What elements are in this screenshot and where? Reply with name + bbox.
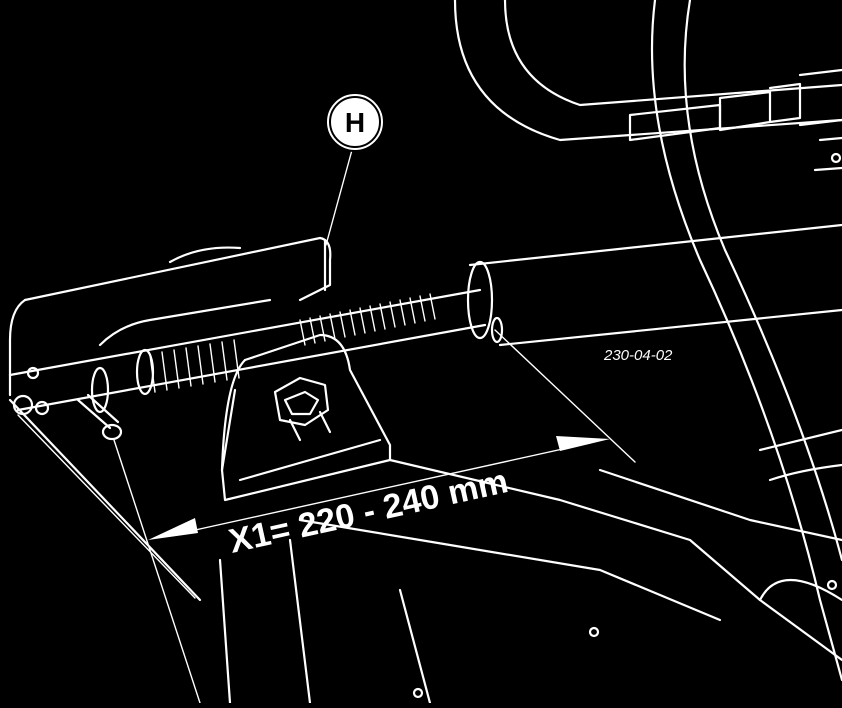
callout-h: H [325, 92, 385, 246]
figure-code: 230-04-02 [603, 347, 673, 364]
arrowhead-left [148, 518, 198, 540]
grease-nipple [76, 393, 123, 441]
hydraulic-fitting [628, 68, 842, 172]
extension-lines [17, 329, 636, 704]
callout-label: H [345, 107, 365, 138]
upper-hose [453, 0, 842, 682]
dimension-line [148, 436, 610, 540]
bracket [220, 333, 392, 502]
main-tube [466, 223, 842, 347]
threaded-rod [8, 288, 487, 414]
lower-frame [8, 152, 842, 705]
arrowhead-right [556, 436, 610, 451]
